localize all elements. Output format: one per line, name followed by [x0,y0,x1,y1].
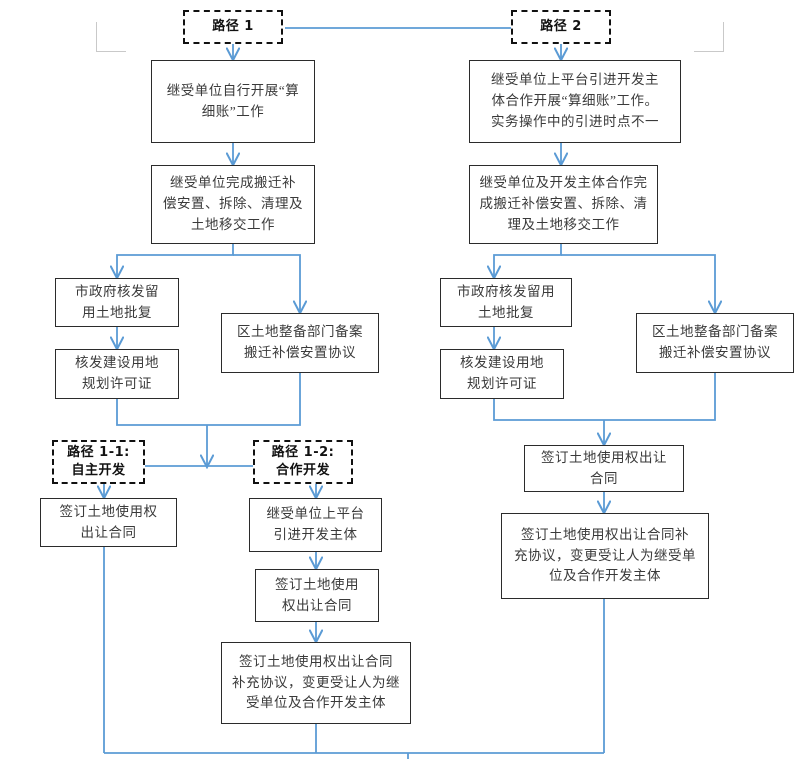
node-11-transfer-contract[interactable]: 签订土地使用权 出让合同 [40,498,177,547]
node-path-1[interactable]: 路径 1 [183,10,283,44]
wire-r-banqian-split-right [561,254,715,312]
wire-l-banqian-split [117,244,234,277]
node-path-1-2-label: 路径 1-2: 合作开发 [271,445,335,478]
node-right-suanxizhang[interactable]: 继受单位上平台引进开发主 体合作开展“算细账”工作。 实务操作中的引进时点不一 [469,60,681,143]
node-left-planning-permit-label: 核发建设用地 规划许可证 [75,355,159,391]
node-right-city-approval-label: 市政府核发留用 土地批复 [457,283,555,320]
node-left-suanxizhang[interactable]: 继受单位自行开展“算 细账”工作 [151,60,315,143]
page-margin-mark-top-right [694,22,724,52]
wire-r-beian-to-merge [604,373,716,421]
node-2-supplement-agreement-label: 签订土地使用权出让合同补 充协议，变更受让人为继受单 位及合作开发主体 [514,526,696,584]
node-right-city-approval[interactable]: 市政府核发留用 土地批复 [440,278,572,327]
page-margin-mark-top-left [96,22,126,52]
node-path-1-2[interactable]: 路径 1-2: 合作开发 [253,440,353,484]
wire-l-banqian-split-right [233,254,300,312]
node-12-platform-intro-label: 继受单位上平台 引进开发主体 [266,506,365,542]
node-left-city-approval-label: 市政府核发留 用土地批复 [75,283,159,320]
node-left-district-filing[interactable]: 区土地整备部门备案 搬迁补偿安置协议 [221,313,379,373]
node-path-2[interactable]: 路径 2 [511,10,611,44]
node-right-relocation-label: 继受单位及开发主体合作完 成搬迁补偿安置、拆除、清 理及土地移交工作 [479,175,648,232]
node-left-relocation[interactable]: 继受单位完成搬迁补 偿安置、拆除、清理及 土地移交工作 [151,165,315,244]
node-path-2-label: 路径 2 [540,19,582,35]
node-right-district-filing[interactable]: 区土地整备部门备案 搬迁补偿安置协议 [636,313,794,373]
node-12-transfer-contract[interactable]: 签订土地使用 权出让合同 [255,569,379,622]
node-left-city-approval[interactable]: 市政府核发留 用土地批复 [55,278,179,327]
node-11-transfer-contract-label: 签订土地使用权 出让合同 [59,503,158,540]
node-right-planning-permit-label: 核发建设用地 规划许可证 [460,355,544,391]
node-right-suanxizhang-label: 继受单位上平台引进开发主 体合作开展“算细账”工作。 实务操作中的引进时点不一 [491,72,659,129]
node-left-planning-permit[interactable]: 核发建设用地 规划许可证 [55,349,179,399]
wire-l-beian-to-merge [207,373,301,426]
node-12-transfer-contract-label: 签订土地使用 权出让合同 [275,576,359,613]
wire-r-guihua-to-merge [493,399,604,421]
node-12-platform-intro[interactable]: 继受单位上平台 引进开发主体 [249,498,382,552]
node-left-relocation-label: 继受单位完成搬迁补 偿安置、拆除、清理及 土地移交工作 [163,175,303,232]
node-left-district-filing-label: 区土地整备部门备案 搬迁补偿安置协议 [237,324,363,360]
node-right-planning-permit[interactable]: 核发建设用地 规划许可证 [440,349,564,399]
node-right-district-filing-label: 区土地整备部门备案 搬迁补偿安置协议 [652,324,778,360]
node-2-transfer-contract[interactable]: 签订土地使用权出让 合同 [524,445,684,492]
wire-r-banqian-split [494,244,562,277]
node-path-1-1[interactable]: 路径 1-1: 自主开发 [52,440,145,484]
node-2-supplement-agreement[interactable]: 签订土地使用权出让合同补 充协议，变更受让人为继受单 位及合作开发主体 [501,513,709,599]
wire-l-guihua-to-merge [116,399,207,426]
node-2-transfer-contract-label: 签订土地使用权出让 合同 [541,449,667,486]
node-left-suanxizhang-label: 继受单位自行开展“算 细账”工作 [166,82,300,119]
node-path-1-1-label: 路径 1-1: 自主开发 [67,445,130,478]
node-right-relocation[interactable]: 继受单位及开发主体合作完 成搬迁补偿安置、拆除、清 理及土地移交工作 [469,165,658,244]
node-path-1-label: 路径 1 [212,19,254,35]
node-12-supplement-agreement-label: 签订土地使用权出让合同 补充协议，变更受让人为继 受单位及合作开发主体 [232,653,400,711]
node-12-supplement-agreement[interactable]: 签订土地使用权出让合同 补充协议，变更受让人为继 受单位及合作开发主体 [221,642,411,724]
